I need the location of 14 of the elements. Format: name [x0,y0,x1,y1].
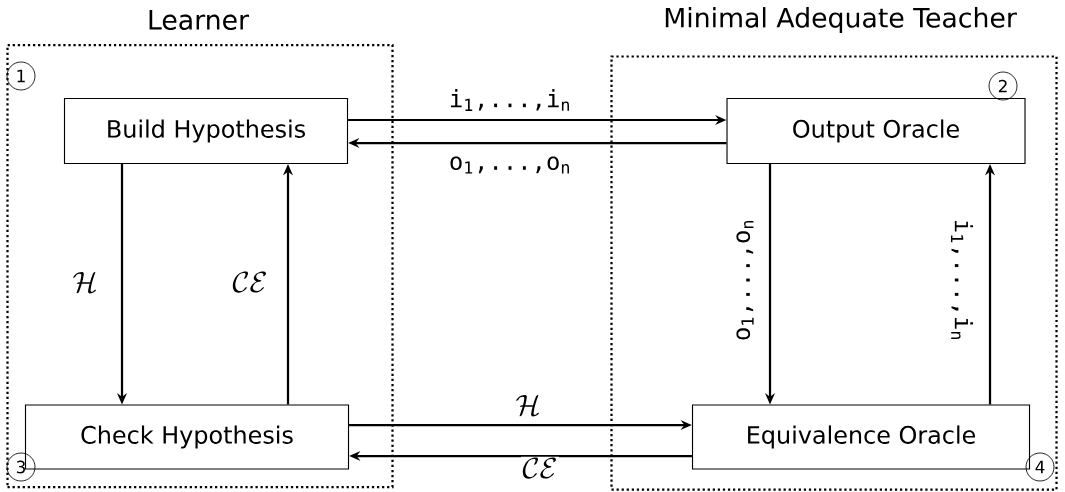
node-label: Minimal Adequate Teacher [665,7,1017,33]
edge-label: $\mathcal{H}$ [514,393,542,417]
edge-label: o$_{1}$,...,o$_{n}$ [447,155,573,175]
process-box: Output Oracle [726,97,1026,165]
process-box: Equivalence Oracle [691,404,1031,470]
edge-label: $\mathcal{CE}$ [231,270,269,294]
edge-label: i$_{1}$,...,i$_{n}$ [447,87,573,113]
process-box: Build Hypothesis [63,97,349,165]
edge-label: $\mathcal{H}$ [71,270,99,294]
edge-label: i$_{1}$,...,i$_{n}$ [949,217,975,343]
process-box: Check Hypothesis [24,404,350,470]
edge-label: o$_{1}$,...,o$_{n}$ [735,217,756,343]
node-label: Learner [149,10,250,30]
edge-label: $\mathcal{CE}$ [521,456,559,480]
